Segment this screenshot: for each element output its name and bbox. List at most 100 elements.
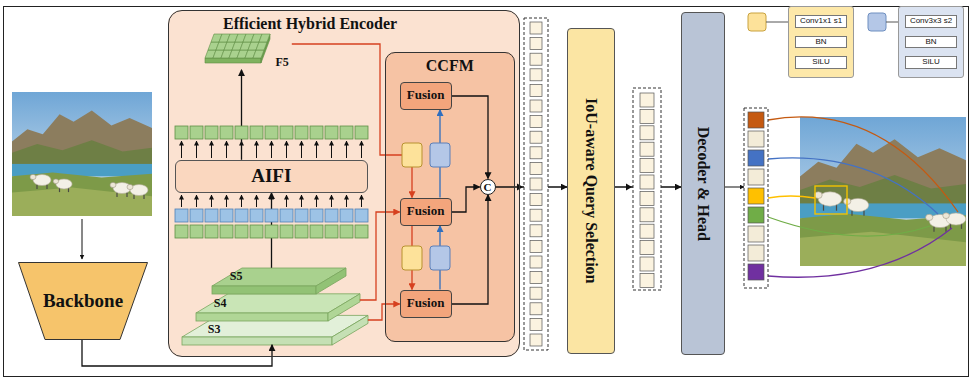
query-link: [768, 158, 938, 214]
query-square: [640, 191, 654, 205]
token-square: [340, 225, 353, 238]
connector-arrow: [82, 340, 272, 366]
query-square: [640, 175, 654, 189]
query-square: [640, 257, 654, 271]
encoder-ground: [168, 10, 520, 357]
output-query-square: [748, 264, 764, 280]
query-square: [640, 241, 654, 255]
token-square: [205, 126, 218, 139]
query-square: [640, 93, 654, 107]
detection-box: [815, 186, 847, 214]
token-square: [190, 209, 203, 222]
token-square: [530, 162, 542, 174]
module-label: Decoder & Head: [694, 126, 712, 240]
token-square: [280, 209, 293, 222]
token-arrow: [211, 195, 212, 207]
token-arrow: [226, 195, 227, 207]
query-selection-box: IoU-aware Query Selection: [567, 28, 615, 354]
token-square: [340, 209, 353, 222]
query-square: [640, 208, 654, 222]
query-square: [640, 224, 654, 238]
token-arrow: [331, 195, 332, 207]
token-arrow: [226, 141, 227, 158]
token-square: [265, 225, 278, 238]
conv3x3-square: [430, 143, 450, 167]
conv-block-box: Conv3x3 s2BNSiLU: [898, 6, 964, 78]
token-square: [355, 209, 368, 222]
output-query-square: [748, 131, 764, 147]
sheep-head: [110, 182, 116, 187]
level-label: S4: [214, 297, 227, 310]
token-square: [530, 38, 542, 50]
token-square: [530, 53, 542, 65]
ccfm-panel: CCFMFusionFusionFusionC: [385, 52, 515, 342]
token-square: [325, 126, 338, 139]
backbone-outline: [19, 263, 148, 340]
token-square: [530, 100, 542, 112]
token-square: [250, 225, 263, 238]
flow-arrow: [82, 219, 83, 259]
grid-cell: [259, 34, 270, 42]
layer-label: SiLU: [905, 56, 957, 69]
token-arrow: [181, 195, 182, 207]
sheep-head: [53, 179, 58, 184]
token-square: [340, 126, 353, 139]
grid-cell: [253, 50, 264, 58]
query-square: [640, 126, 654, 140]
output-query-square: [748, 150, 764, 166]
ccfm-ground: [385, 52, 515, 342]
token-arrow: [196, 195, 197, 207]
slab-side: [328, 294, 360, 321]
token-square: [530, 209, 542, 221]
token-arrow: [286, 195, 287, 207]
concat-circle: C: [480, 179, 496, 195]
token-square: [530, 303, 542, 315]
token-square: [355, 126, 368, 139]
output-query-square: [748, 112, 764, 128]
token-arrow: [271, 141, 272, 158]
output-query-square: [748, 226, 764, 242]
concat-label: C: [484, 181, 492, 193]
connector-arrow: [241, 70, 242, 160]
token-square: [220, 209, 233, 222]
token-square: [235, 126, 248, 139]
token-square: [530, 178, 542, 190]
token-arrow: [211, 141, 212, 158]
token-arrow: [256, 141, 257, 158]
grass: [12, 173, 152, 216]
token-arrow: [346, 195, 347, 207]
token-square: [530, 334, 542, 346]
layer-label: BN: [795, 36, 847, 49]
sheep-head: [926, 214, 933, 220]
output-query-square: [748, 188, 764, 204]
query-square: [640, 159, 654, 173]
token-square: [530, 272, 542, 284]
token-square: [295, 126, 308, 139]
token-arrow: [256, 195, 257, 207]
legend-swatch: [868, 13, 886, 31]
feature-level-slab: S5: [212, 268, 346, 294]
feature-grid: [205, 34, 270, 63]
slab-front: [196, 313, 328, 321]
query-link: [768, 228, 952, 277]
arrowhead: [626, 184, 632, 191]
fusion-label: Fusion: [407, 88, 445, 102]
token-square: [250, 126, 263, 139]
connector-arrow: [368, 304, 400, 320]
conv1x1-square: [402, 246, 422, 270]
sheep-head: [943, 213, 950, 219]
query-link: [768, 117, 958, 212]
token-square: [530, 147, 542, 159]
feature-level-slab: S4: [196, 294, 360, 321]
decoder-box: Decoder & Head: [681, 12, 725, 355]
token-square: [530, 318, 542, 330]
sky: [12, 92, 152, 216]
token-arrow: [361, 195, 362, 207]
encoder-panel: Efficient Hybrid EncoderF5AIFIS5S4S3CCFM…: [168, 10, 520, 357]
sheep-head: [127, 184, 133, 189]
fusion-box: Fusion: [400, 198, 452, 226]
token-square: [205, 209, 218, 222]
grid-front: [205, 58, 261, 63]
token-square: [310, 209, 323, 222]
layer-label: Conv1x1 s1: [795, 15, 847, 28]
